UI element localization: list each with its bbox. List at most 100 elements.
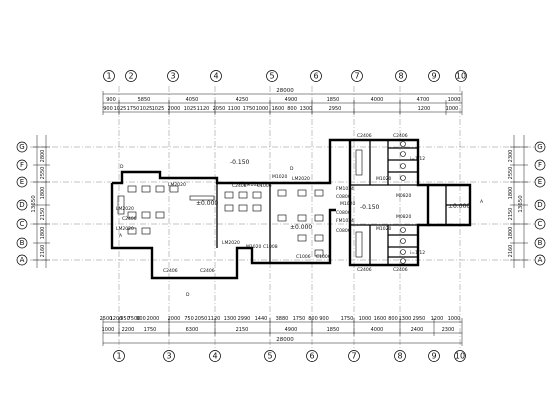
dim-text: 1750 xyxy=(341,316,354,322)
axis-bubble xyxy=(534,141,546,153)
dim-text: 1000 xyxy=(359,316,372,322)
axis-bubble xyxy=(534,176,546,188)
axis-bubble xyxy=(16,141,28,153)
axis-label: 9 xyxy=(431,352,436,361)
axis-label: 6 xyxy=(313,72,318,81)
dim-total-right: 13650 xyxy=(518,195,524,213)
dim-text: 4900 xyxy=(285,97,298,103)
table xyxy=(314,249,324,257)
level-mark: ±0.000 xyxy=(290,224,312,231)
table xyxy=(141,227,151,235)
axis-bubble xyxy=(394,350,406,362)
axis-label: A xyxy=(538,256,543,264)
dim-text: 900 xyxy=(106,97,116,103)
toilet-fixture xyxy=(400,238,406,244)
dim-text: 2200 xyxy=(122,327,135,333)
table xyxy=(277,189,287,197)
annotations: LM2020 LM2020 LM2020 LM2020 LM2020 C2406… xyxy=(116,133,484,298)
dim-text: 1300 xyxy=(399,316,412,322)
door-label: FM1024 xyxy=(244,182,262,188)
dim-text: 1000 xyxy=(256,106,269,112)
top-ticks xyxy=(102,91,463,115)
dim-text: 1850 xyxy=(327,97,340,103)
dim-text: 2800 xyxy=(40,150,46,163)
axis-label: 4 xyxy=(213,72,218,81)
window-label: C0806 xyxy=(336,194,351,200)
axis-bubble xyxy=(16,218,28,230)
axis-label: G xyxy=(537,143,542,151)
dim-text: 4900 xyxy=(285,327,298,333)
window-label: C2406 xyxy=(393,267,408,273)
dim-text: 2550 xyxy=(40,167,46,180)
dim-text: 4050 xyxy=(186,97,199,103)
dim-text: 1200 xyxy=(431,316,444,322)
dim-text: 2000 xyxy=(168,106,181,112)
sink-counter xyxy=(355,149,363,176)
dim-text: 1300 xyxy=(300,106,313,112)
axis-label: 7 xyxy=(351,352,356,361)
dim-text: 5850 xyxy=(138,97,151,103)
axis-bubble xyxy=(167,70,179,82)
axis-bubble xyxy=(306,350,318,362)
axis-label: 8 xyxy=(398,72,403,81)
level-mark: -0.150 xyxy=(230,159,250,166)
axis-label: 5 xyxy=(269,72,274,81)
dim-text: 2050 xyxy=(213,106,226,112)
axis-label: G xyxy=(19,143,24,151)
dim-text: 1440 xyxy=(255,316,268,322)
table xyxy=(297,214,307,222)
dim-text: 800 xyxy=(388,316,398,322)
table xyxy=(314,189,324,197)
dim-text: 1800 xyxy=(40,227,46,240)
axis-label: 3 xyxy=(166,352,171,361)
dim-text: 1750 xyxy=(243,106,256,112)
section-mark: A xyxy=(480,199,484,205)
dim-text: 4000 xyxy=(371,97,384,103)
axis-bubble xyxy=(454,350,466,362)
right-dimensions: 2300 2550 1800 2150 1800 2160 13650 xyxy=(508,135,528,268)
sink-counter xyxy=(355,231,363,258)
axis-bubble xyxy=(534,159,546,171)
axis-bubble xyxy=(395,70,407,82)
window-label: LM2020 xyxy=(292,176,310,182)
table xyxy=(238,191,248,199)
axis-label: 7 xyxy=(354,72,359,81)
axis-bubble xyxy=(534,237,546,249)
axis-label: 10 xyxy=(455,352,465,361)
dim-text: 7500 xyxy=(128,316,141,322)
axis-label: D xyxy=(537,201,542,209)
toilet-fixture xyxy=(400,151,406,157)
counter xyxy=(117,195,125,215)
dim-text: 2050 xyxy=(195,316,208,322)
dim-text: 3880 xyxy=(276,316,289,322)
dim-text: 1000 xyxy=(448,97,461,103)
axis-grid xyxy=(30,86,540,350)
table xyxy=(297,234,307,242)
window-label: C1006 xyxy=(316,254,331,260)
counter xyxy=(189,195,215,201)
axis-bubble xyxy=(125,70,137,82)
left-dimensions: 2800 2550 1800 2150 1800 2160 13650 xyxy=(31,135,50,268)
axis-label: 6 xyxy=(309,352,314,361)
table xyxy=(238,204,248,212)
axis-bubble xyxy=(16,237,28,249)
axis-bubble xyxy=(348,350,360,362)
axis-label: E xyxy=(538,178,542,186)
axis-label: 1 xyxy=(106,72,111,81)
table xyxy=(169,185,179,193)
axis-label: C xyxy=(538,220,543,228)
bottom-ticks xyxy=(102,318,463,346)
dim-text: 2150 xyxy=(236,327,249,333)
axis-label: 10 xyxy=(456,72,466,81)
level-mark: -0.150 xyxy=(360,204,380,211)
dim-text: 1800 xyxy=(508,187,514,200)
window-label: C2406 xyxy=(200,268,215,274)
dim-text: 1025 xyxy=(184,106,197,112)
dim-text: 1000 xyxy=(102,327,115,333)
axis-bubble xyxy=(534,218,546,230)
door-label: M1020 xyxy=(246,244,261,250)
axis-bubble xyxy=(16,254,28,266)
dim-text: 1750 xyxy=(127,106,140,112)
axis-label: C xyxy=(20,220,25,228)
axis-bubble xyxy=(428,350,440,362)
